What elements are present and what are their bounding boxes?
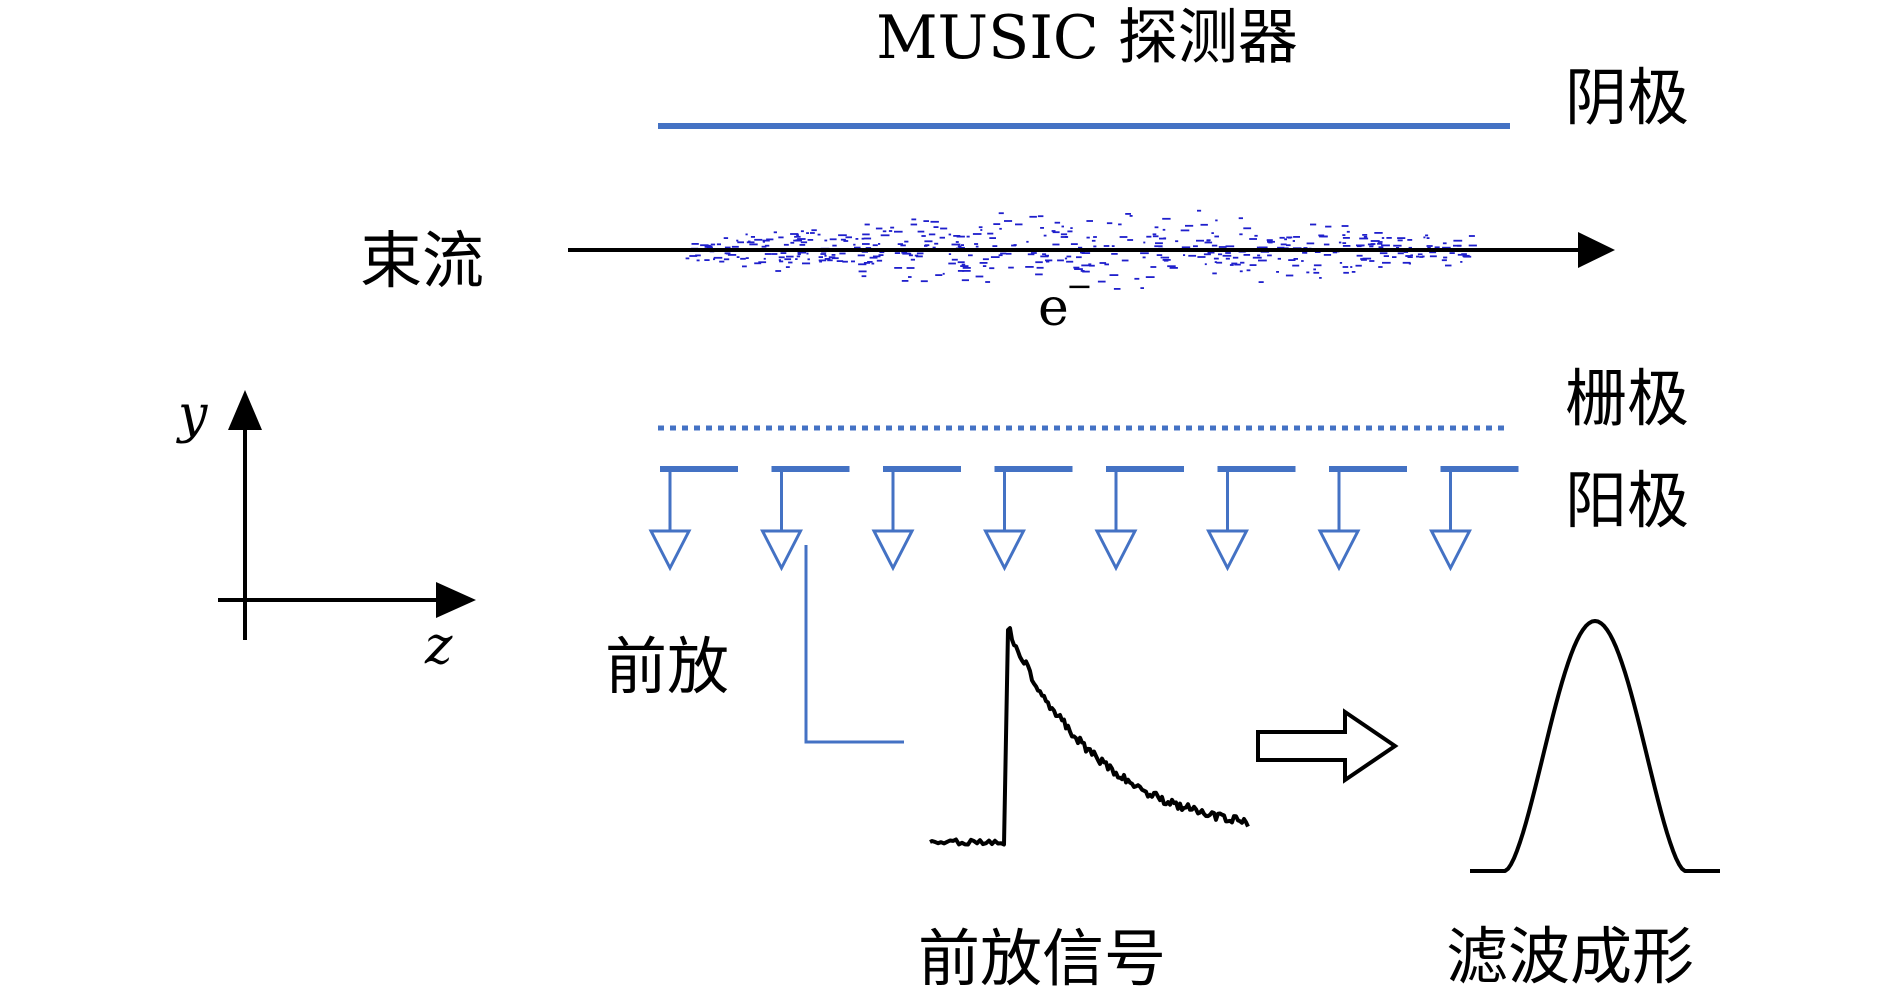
anode-strip: [871, 466, 961, 572]
anode-strips: [648, 466, 1519, 572]
anode-strip: [1317, 466, 1407, 572]
preamp-signal-waveform: [929, 626, 1250, 847]
readout-triangle-icon: [983, 529, 1026, 572]
readout-triangle-icon: [648, 529, 692, 572]
y-axis-label: y: [176, 385, 208, 445]
readout-triangle-icon: [1317, 529, 1361, 572]
anode-strip: [760, 466, 850, 572]
readout-triangle-icon: [1429, 529, 1472, 572]
electron-label: e: [1038, 278, 1069, 338]
anode-strip: [983, 466, 1073, 572]
beam-arrow-head: [1578, 232, 1615, 268]
processing-arrow-icon: [1256, 708, 1399, 784]
shaped-pulse-label: 滤波成形: [1446, 920, 1694, 991]
readout-triangle-icon: [1206, 529, 1249, 572]
preamp-connection-wire: [804, 545, 904, 744]
preamp-label: 前放: [605, 630, 729, 703]
readout-triangle-icon: [871, 529, 915, 572]
anode-strip: [1206, 466, 1296, 572]
shaped-pulse-waveform: [1470, 619, 1720, 873]
anode-strip: [1429, 466, 1519, 572]
z-axis-arrow-icon: [436, 582, 476, 618]
readout-triangle-icon: [760, 529, 803, 572]
anode-strip: [1094, 466, 1184, 572]
preamp-signal-label: 前放信号: [918, 922, 1166, 991]
grid-label: 栅极: [1565, 362, 1689, 435]
diagram-title: MUSIC 探测器: [876, 3, 1298, 73]
cathode-label: 阴极: [1565, 61, 1689, 134]
anode-label: 阳极: [1565, 464, 1689, 537]
beam-label: 束流: [360, 224, 484, 297]
z-axis-label: z: [424, 616, 453, 676]
readout-triangle-icon: [1094, 529, 1138, 572]
electron-charge-superscript: −: [1066, 267, 1093, 305]
y-axis-arrow-icon: [228, 390, 262, 430]
anode-strip: [648, 466, 738, 572]
